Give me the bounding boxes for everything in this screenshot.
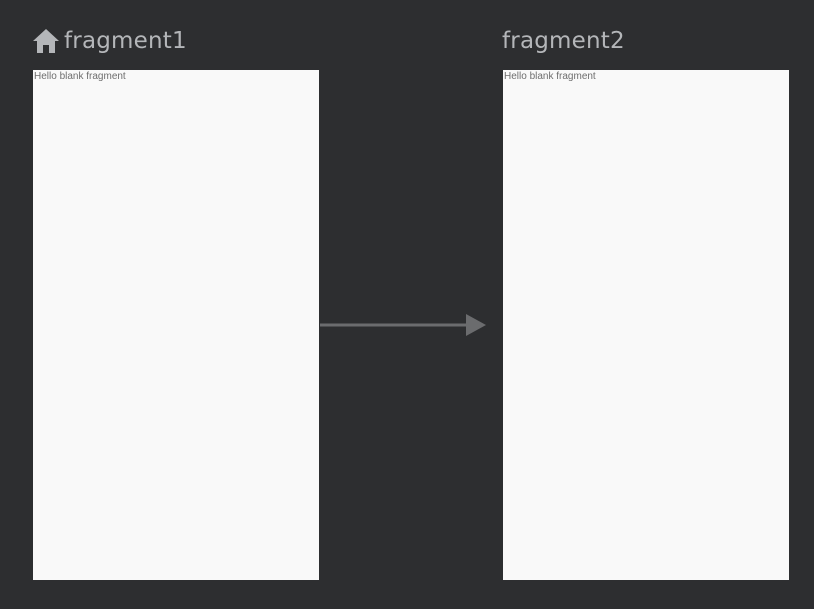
preview-text: Hello blank fragment <box>34 71 126 82</box>
destination-preview-fragment2[interactable]: Hello blank fragment <box>503 70 789 580</box>
destination-title-label: fragment1 <box>64 28 187 54</box>
destination-title-label: fragment2 <box>502 28 625 54</box>
arrow-right-icon <box>320 314 486 336</box>
preview-text: Hello blank fragment <box>504 71 596 82</box>
destination-title-fragment2[interactable]: fragment2 <box>502 26 625 56</box>
home-icon <box>32 28 60 54</box>
destination-title-fragment1[interactable]: fragment1 <box>32 26 187 56</box>
navigation-action-arrow[interactable] <box>320 311 488 339</box>
destination-preview-fragment1[interactable]: Hello blank fragment <box>33 70 319 580</box>
